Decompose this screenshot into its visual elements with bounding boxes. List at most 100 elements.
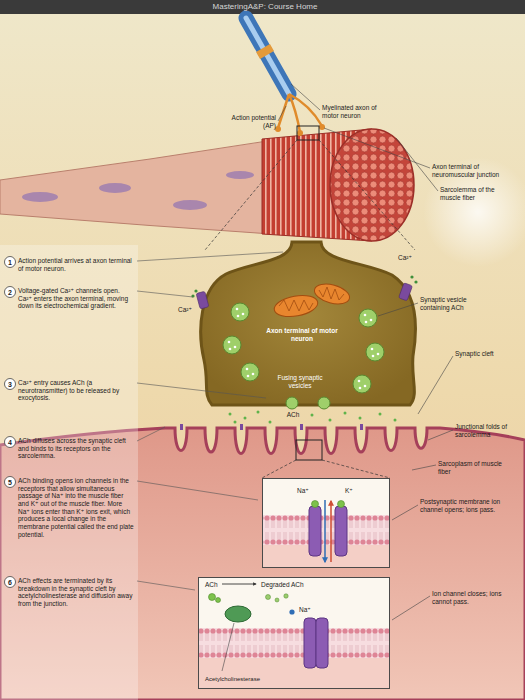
ach-receptor bbox=[240, 424, 243, 430]
inset-leader-lines bbox=[392, 505, 418, 520]
released-ach bbox=[244, 417, 247, 420]
closed-channel-inset bbox=[198, 577, 390, 689]
zoom-lines bbox=[205, 140, 297, 250]
inset-leader-lines bbox=[392, 596, 430, 620]
vesicle-ach bbox=[252, 373, 255, 376]
ach-receptor bbox=[180, 424, 183, 430]
synaptic-vesicle bbox=[359, 309, 377, 327]
calcium-ion bbox=[410, 275, 413, 278]
step-number-circle bbox=[5, 379, 16, 390]
inset-label: K⁺ bbox=[345, 487, 353, 495]
open-channel-inset bbox=[312, 501, 319, 508]
zoom-lines bbox=[297, 126, 319, 140]
closed-channel-inset bbox=[316, 618, 328, 668]
released-ach bbox=[379, 413, 382, 416]
step-text: Ca²⁺ entry causes ACh (a neurotransmitte… bbox=[18, 379, 134, 402]
calcium-ion bbox=[414, 280, 417, 283]
synaptic-vesicle bbox=[353, 375, 371, 393]
inset-leader-lines bbox=[428, 430, 453, 440]
part-label: Axon terminal of motor neuron bbox=[262, 327, 342, 342]
axon-terminal bbox=[279, 300, 313, 311]
myelinated-axon bbox=[319, 124, 325, 130]
ca-channel bbox=[399, 283, 413, 301]
inset-zoom-lines bbox=[262, 460, 296, 478]
steps-panel bbox=[0, 245, 138, 700]
myelinated-axon bbox=[297, 130, 303, 136]
top-leader-lines bbox=[278, 84, 438, 191]
closed-channel-inset bbox=[284, 594, 288, 598]
step-number-circle bbox=[5, 577, 16, 588]
vesicle-ach bbox=[247, 375, 250, 378]
released-ach bbox=[257, 411, 260, 414]
synaptic-vesicle bbox=[286, 397, 298, 409]
step-number-circle bbox=[5, 477, 16, 488]
part-label: Myelinated axon of motor neuron bbox=[322, 104, 394, 119]
open-channel-inset bbox=[335, 506, 347, 556]
inset-leader-lines bbox=[412, 465, 436, 470]
vesicle-ach bbox=[228, 308, 380, 390]
myelinated-axon bbox=[246, 18, 289, 94]
zoom-lines bbox=[319, 140, 415, 250]
part-label: Synaptic vesicle containing ACh bbox=[420, 296, 496, 311]
vesicle-ach bbox=[246, 368, 249, 371]
part-label: Fusing synaptic vesicles bbox=[274, 374, 326, 389]
open-channel-inset bbox=[330, 501, 332, 562]
part-label: Ion channel closes; ions cannot pass. bbox=[432, 590, 512, 605]
closed-channel-inset: AChDegraded AChNa⁺Acetylcholinesterase bbox=[198, 577, 390, 689]
released-ach bbox=[329, 419, 332, 422]
closed-channel-inset bbox=[222, 623, 234, 671]
myelinated-axon bbox=[263, 48, 267, 55]
open-channel-inset bbox=[324, 500, 326, 562]
calcium-ion bbox=[191, 275, 417, 297]
molecule-label: ACh bbox=[283, 411, 303, 419]
ca-channel bbox=[196, 291, 209, 309]
part-label: Junctional folds of sarcolemma bbox=[455, 423, 519, 438]
muscle-fiber bbox=[226, 171, 254, 179]
step-number-circle bbox=[5, 287, 16, 298]
part-label: Postsynaptic membrane ion channel opens;… bbox=[420, 498, 504, 513]
myelinated-axon bbox=[246, 18, 289, 94]
step-text: Voltage-gated Ca²⁺ channels open. Ca²⁺ e… bbox=[18, 287, 134, 310]
vesicle-ach bbox=[228, 341, 231, 344]
open-channel-inset bbox=[262, 515, 390, 545]
vesicle-ach bbox=[229, 348, 232, 351]
closed-channel-inset bbox=[209, 594, 216, 601]
muscle-fiber bbox=[0, 136, 300, 236]
step-leader-lines bbox=[137, 427, 165, 441]
open-channel-inset bbox=[262, 478, 390, 568]
released-ach bbox=[234, 421, 237, 424]
open-channel-inset: Na⁺K⁺ bbox=[262, 478, 390, 568]
inset-zoom-lines bbox=[262, 440, 390, 478]
ach-receptor bbox=[300, 424, 303, 430]
callout-number: 3 bbox=[5, 379, 16, 390]
step-leader-lines bbox=[137, 252, 283, 261]
closed-channel-inset bbox=[198, 577, 390, 689]
ach-receptor bbox=[360, 424, 363, 430]
step-text: ACh binding opens ion channels in the re… bbox=[18, 477, 134, 538]
part-label: Synaptic cleft bbox=[455, 350, 515, 358]
vesicle-ach bbox=[372, 355, 375, 358]
axon-terminal bbox=[312, 281, 351, 308]
released-ach bbox=[269, 421, 272, 424]
vesicle-ach bbox=[377, 353, 380, 356]
open-channel-inset bbox=[338, 501, 345, 508]
closed-channel-inset bbox=[225, 606, 251, 622]
part-label: Sarcoplasm of muscle fiber bbox=[438, 460, 516, 475]
closed-channel-inset bbox=[216, 598, 221, 603]
closed-channel-inset bbox=[222, 584, 256, 585]
ion-label: Ca²⁺ bbox=[178, 306, 200, 314]
muscle-fiber bbox=[99, 183, 131, 193]
open-channel-inset bbox=[309, 506, 321, 556]
released-ach bbox=[311, 414, 314, 417]
muscle-fiber bbox=[0, 129, 414, 241]
muscle-fiber bbox=[22, 192, 58, 202]
step-number-circle bbox=[5, 437, 16, 448]
top-leader-lines bbox=[291, 84, 320, 110]
axon-terminal bbox=[319, 287, 344, 300]
closed-channel-inset bbox=[198, 628, 390, 658]
released-ach bbox=[229, 413, 232, 416]
step-text: ACh effects are terminated by its breakd… bbox=[18, 577, 134, 608]
synaptic-vesicle bbox=[241, 363, 259, 381]
